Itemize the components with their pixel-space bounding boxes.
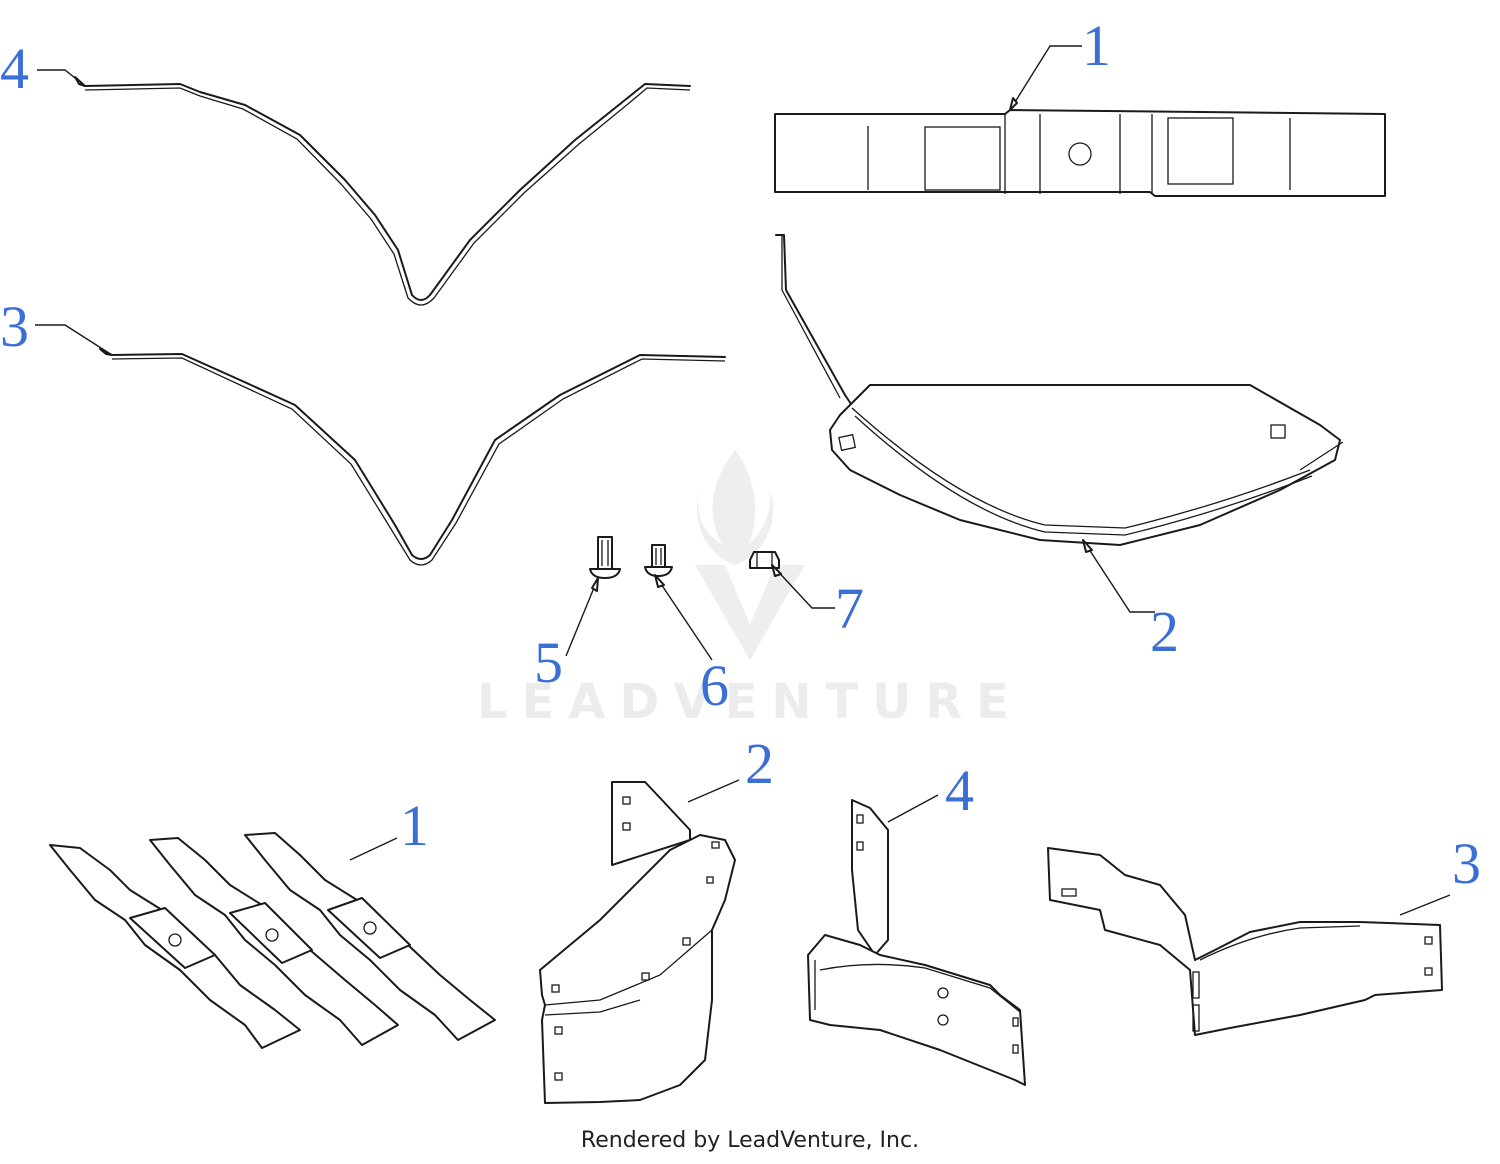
callout-5: 5 <box>534 630 563 695</box>
part-4-bracket <box>807 799 1026 1086</box>
part-2-shield-bracket <box>539 781 736 1104</box>
watermark: LEADVENTURE <box>477 450 1023 730</box>
callout-2-bot: 2 <box>745 731 774 796</box>
part-3-long-bracket <box>1047 847 1443 1036</box>
watermark-text: LEADVENTURE <box>477 674 1023 730</box>
part-6-carriage-bolt <box>644 544 673 577</box>
blade-2 <box>149 837 399 1046</box>
footer-credit: Rendered by LeadVenture, Inc. <box>580 1128 920 1153</box>
watermark-flame-icon <box>696 450 774 565</box>
part-7-hex-nut <box>749 551 780 569</box>
callouts: 4 1 3 2 5 6 7 2 4 1 3 <box>0 13 1481 896</box>
part-2-shield-curved <box>775 234 1344 546</box>
callout-1-bot: 1 <box>400 793 429 858</box>
callout-6: 6 <box>700 653 729 718</box>
blade-3 <box>244 832 496 1041</box>
blade-1 <box>49 844 301 1049</box>
callout-3-mid: 3 <box>0 294 29 359</box>
part-1-blades-set <box>49 832 496 1049</box>
part-3-baffle-rod <box>111 353 726 566</box>
callout-1-top: 1 <box>1082 13 1111 78</box>
part-5-carriage-bolt <box>589 536 621 579</box>
callout-7: 7 <box>835 576 864 641</box>
leader-lines <box>35 45 1451 916</box>
part-1-blade-side <box>774 109 1386 197</box>
callout-4-bot: 4 <box>945 758 974 823</box>
watermark-v-icon <box>695 565 805 660</box>
callout-4-top: 4 <box>0 36 29 101</box>
callout-2-mid: 2 <box>1150 599 1179 664</box>
callout-3-bot: 3 <box>1452 831 1481 896</box>
part-4-baffle-rod <box>84 83 691 306</box>
